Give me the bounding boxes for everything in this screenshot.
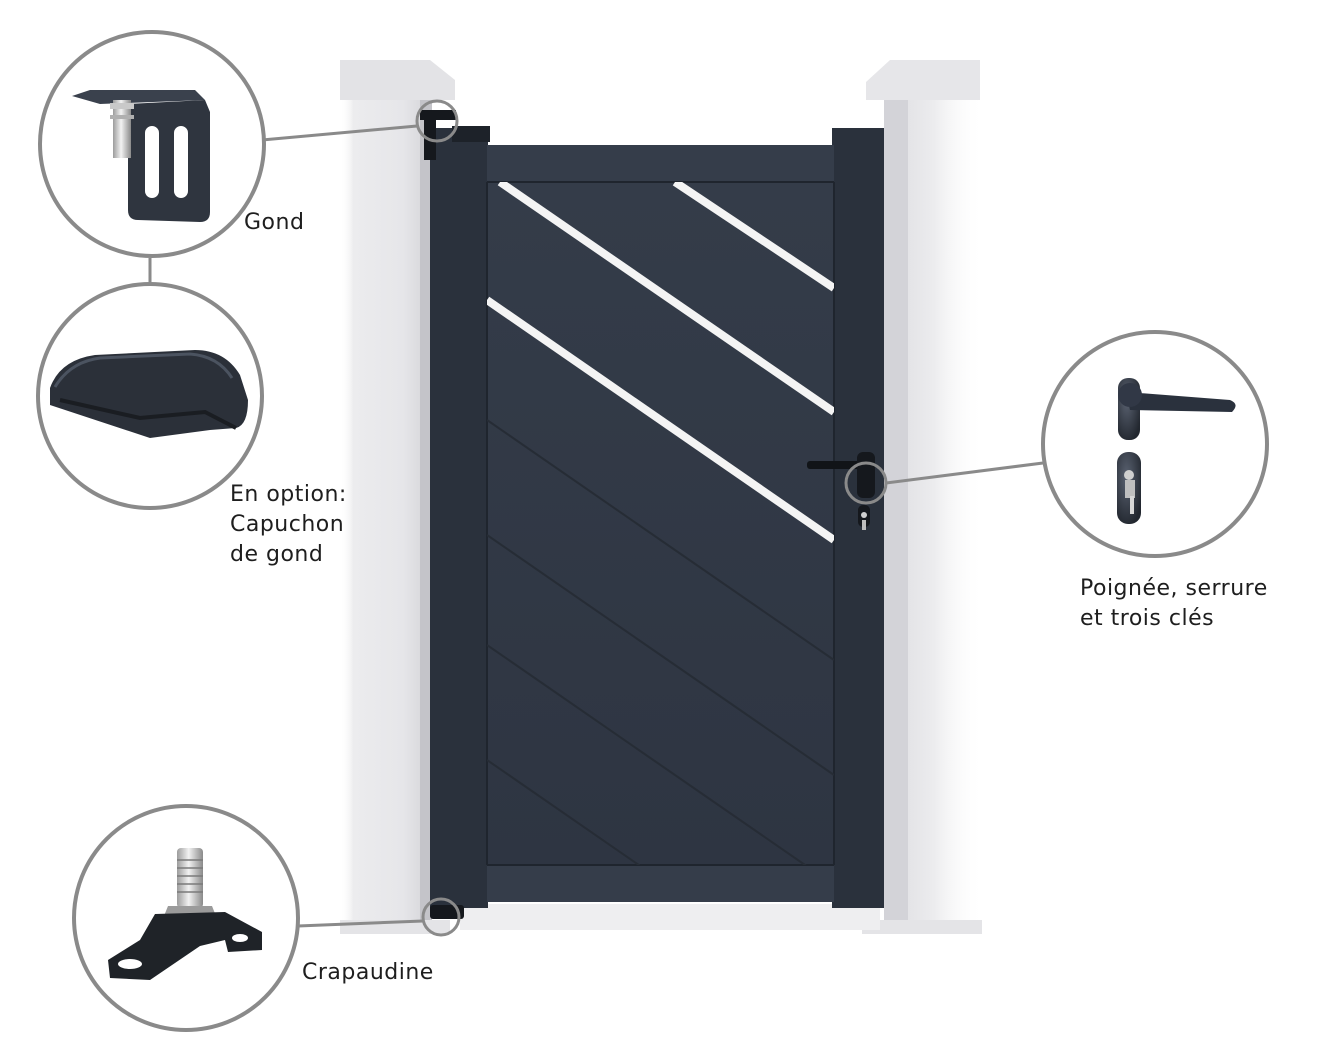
door-handle-icon bbox=[1118, 378, 1236, 440]
right-pillar bbox=[862, 60, 984, 934]
ground-strip bbox=[460, 904, 880, 930]
crapaudine-label: Crapaudine bbox=[302, 960, 434, 985]
lock-keys-icon bbox=[1117, 452, 1141, 524]
crapaudine-detail-circle bbox=[72, 804, 300, 1032]
gate bbox=[420, 110, 884, 919]
capuchon-detail-circle bbox=[36, 282, 264, 510]
gond-label: Gond bbox=[244, 210, 305, 235]
pivot-highlight-ring bbox=[421, 897, 461, 937]
gond-detail-circle bbox=[38, 30, 266, 258]
gond-hinge-icon bbox=[72, 90, 210, 222]
poignee-detail-circle bbox=[1041, 330, 1269, 558]
capuchon-label: En option: Capuchon de gond bbox=[230, 482, 347, 567]
pivot-base-icon bbox=[108, 848, 262, 980]
gate-panel-slats bbox=[487, 182, 834, 865]
hinge-cap-icon bbox=[50, 350, 248, 438]
poignee-label: Poignée, serrure et trois clés bbox=[1080, 576, 1268, 631]
left-pillar bbox=[340, 60, 455, 934]
callout-lines bbox=[148, 124, 1044, 928]
hinge-highlight-ring bbox=[415, 99, 459, 143]
